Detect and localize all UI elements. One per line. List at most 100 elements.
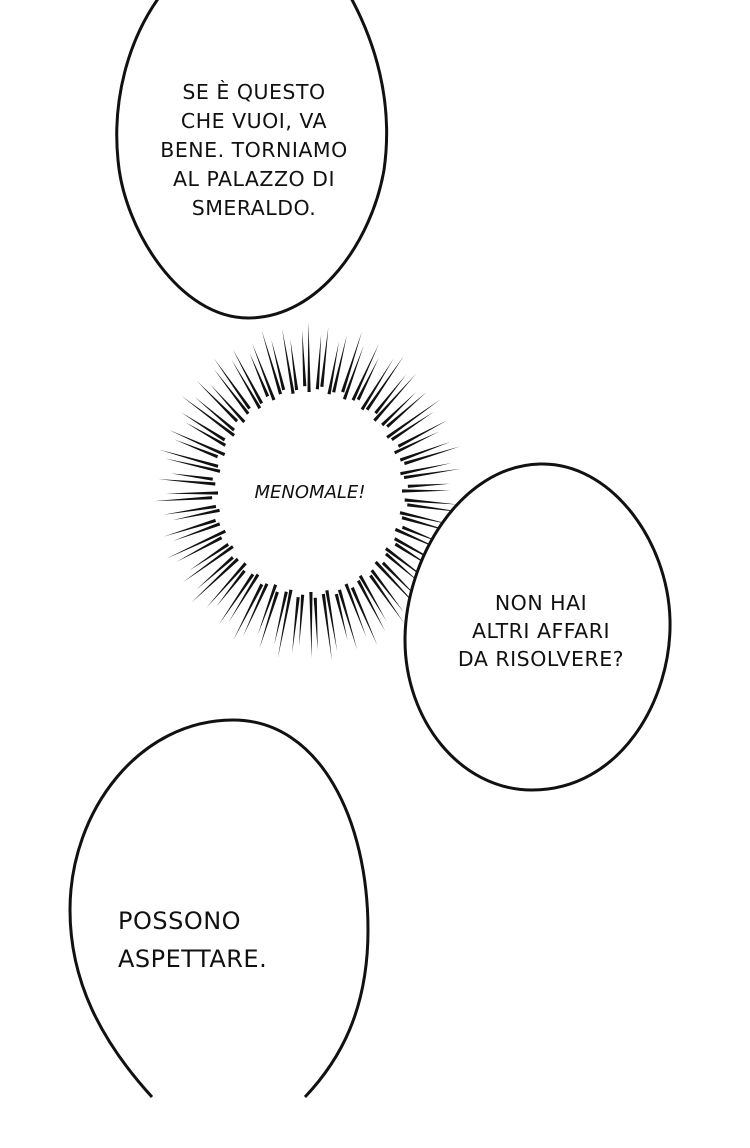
burst-ray xyxy=(218,573,255,625)
burst-ray xyxy=(373,373,417,422)
speech-bubble-top xyxy=(115,0,389,320)
radial-burst-effect xyxy=(154,322,465,661)
burst-ray xyxy=(390,411,434,441)
burst-ray xyxy=(307,322,311,393)
burst-ray xyxy=(261,330,283,395)
burst-ray xyxy=(360,358,394,411)
burst-ray xyxy=(191,557,239,603)
burst-ray xyxy=(394,431,439,455)
burst-ray xyxy=(332,335,347,393)
burst-ray xyxy=(163,504,217,515)
burst-ray xyxy=(365,356,404,411)
burst-ray xyxy=(400,463,452,476)
speech-line: BENE. TORNIAMO xyxy=(160,138,348,162)
burst-ray xyxy=(194,397,236,432)
burst-ray xyxy=(189,543,230,571)
burst-ray xyxy=(386,392,427,428)
burst-ray xyxy=(341,331,362,393)
burst-ray xyxy=(321,593,332,661)
burst-ray xyxy=(401,489,450,493)
burst-ray xyxy=(299,594,305,646)
burst-ray xyxy=(171,473,213,481)
burst-ray xyxy=(403,446,461,466)
speech-bubble-bottom xyxy=(68,718,370,1099)
burst-text: MENOMALE! xyxy=(218,482,402,504)
speech-bubble-right xyxy=(403,462,672,792)
burst-ray xyxy=(315,334,322,390)
burst-ray xyxy=(216,569,246,607)
burst-ray xyxy=(158,449,219,468)
burst-ray xyxy=(397,420,448,448)
burst-ray xyxy=(342,345,364,400)
burst-ray xyxy=(282,328,295,394)
burst-ray xyxy=(313,597,318,650)
burst-ray xyxy=(381,391,417,427)
burst-ray xyxy=(358,574,387,622)
burst-ray xyxy=(232,349,264,405)
burst-ray xyxy=(407,483,450,488)
burst-ray xyxy=(168,430,226,457)
burst-ray xyxy=(374,374,407,415)
burst-ray xyxy=(249,353,270,398)
speech-line: DA RISOLVERE? xyxy=(457,647,625,671)
burst-ray xyxy=(166,529,226,559)
speech-line: SMERALDO. xyxy=(191,196,317,220)
burst-ray xyxy=(166,491,219,495)
burst-ray xyxy=(344,583,367,638)
burst-ray xyxy=(351,344,379,401)
burst-ray xyxy=(231,359,262,410)
burst-ray xyxy=(251,342,276,401)
burst-ray xyxy=(320,327,329,387)
burst-ray xyxy=(384,552,422,585)
burst-ray xyxy=(350,586,378,646)
burst-ray xyxy=(165,458,221,473)
burst-ray xyxy=(173,522,221,541)
speech-text-bottom: POSSONO ASPETTARE. xyxy=(112,902,358,978)
burst-ray xyxy=(259,591,279,649)
burst-ray xyxy=(174,439,219,459)
speech-line: SE È QUESTO xyxy=(182,80,326,104)
speech-text-right: NON HAI ALTRI AFFARI DA RISOLVERE? xyxy=(430,589,652,673)
burst-ray xyxy=(309,591,313,658)
burst-ray xyxy=(325,590,338,652)
burst-ray xyxy=(302,330,307,387)
burst-ray xyxy=(257,584,278,635)
burst-ray xyxy=(185,422,227,447)
speech-line: POSSONO xyxy=(118,907,242,935)
burst-ray xyxy=(233,583,264,641)
burst-ray xyxy=(228,573,260,623)
burst-line: MENOMALE! xyxy=(254,482,366,503)
burst-ray xyxy=(213,358,251,410)
burst-ray xyxy=(277,589,293,659)
burst-ray xyxy=(206,562,247,608)
burst-ray xyxy=(154,496,213,502)
burst-ray xyxy=(370,569,404,613)
burst-ray xyxy=(182,545,234,583)
burst-ray xyxy=(181,412,226,442)
burst-ray xyxy=(210,384,246,424)
burst-ray xyxy=(404,498,458,505)
burst-ray xyxy=(399,441,451,462)
burst-ray xyxy=(172,508,220,521)
burst-ray xyxy=(242,583,269,637)
burst-ray xyxy=(271,339,286,391)
burst-ray xyxy=(196,556,234,590)
speech-line: ALTRI AFFARI xyxy=(472,619,610,643)
burst-ray xyxy=(369,574,404,623)
burst-ray xyxy=(163,518,217,537)
burst-ray xyxy=(181,395,236,437)
burst-ray xyxy=(386,399,441,439)
speech-line: CHE VUOI, VA xyxy=(180,109,328,133)
burst-ray xyxy=(356,357,379,401)
burst-ray xyxy=(176,536,223,562)
burst-ray xyxy=(399,511,451,525)
burst-ray xyxy=(290,339,299,391)
speech-line: ASPETTARE. xyxy=(118,945,268,973)
burst-ray xyxy=(334,593,348,641)
burst-ray xyxy=(327,341,339,395)
burst-ray xyxy=(213,368,250,415)
burst-ray xyxy=(274,591,288,646)
burst-ray xyxy=(403,468,461,480)
burst-ray xyxy=(158,479,216,486)
